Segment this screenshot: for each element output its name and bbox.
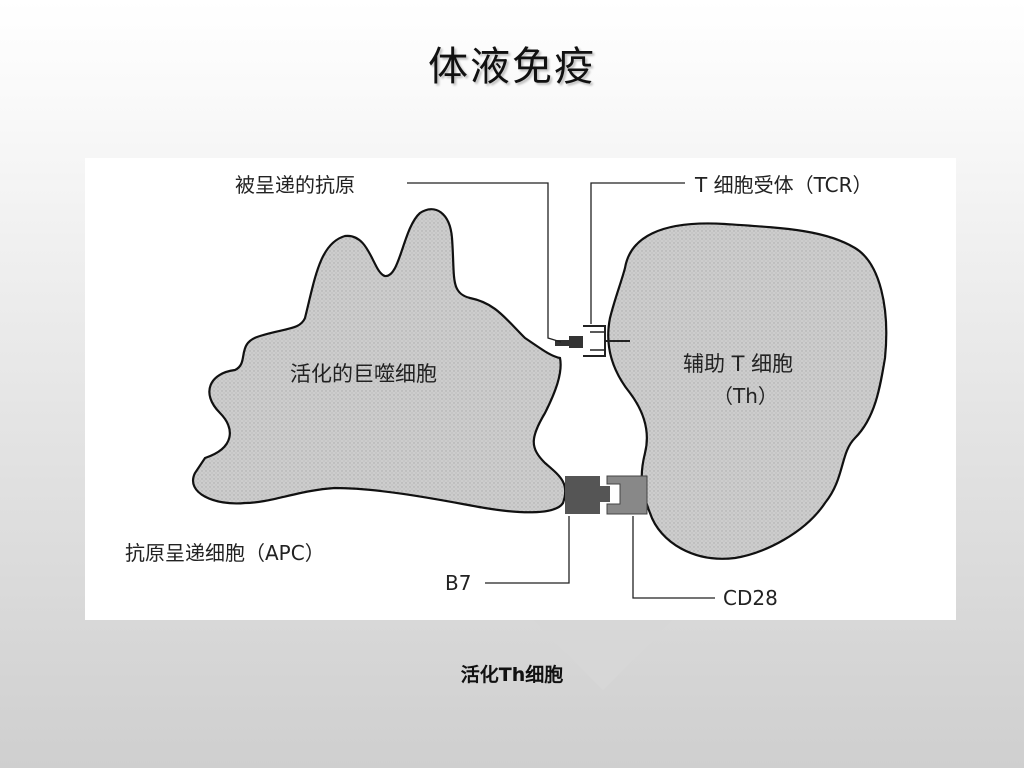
b7-knob <box>598 486 610 502</box>
mhc-mark <box>555 340 571 346</box>
label-tcr: T 细胞受体（TCR） <box>694 173 872 197</box>
caption-pointer <box>533 620 673 690</box>
antigen-mark <box>569 336 583 348</box>
b7-leader <box>485 516 570 584</box>
cd28-block <box>606 475 648 515</box>
label-apc: 抗原呈递细胞（APC） <box>125 541 325 565</box>
slide-caption: 活化Th细胞 <box>460 664 564 686</box>
immune-diagram: 被呈递的抗原 T 细胞受体（TCR） 活化的巨噬细胞 辅助 T 细胞 （Th） … <box>125 173 888 610</box>
label-th-abbrev: （Th） <box>713 384 778 408</box>
label-b7: B7 <box>445 571 471 595</box>
diagram-panel: 被呈递的抗原 T 细胞受体（TCR） 活化的巨噬细胞 辅助 T 细胞 （Th） … <box>85 158 956 620</box>
tcr-leader <box>590 182 685 324</box>
label-macrophage: 活化的巨噬细胞 <box>290 362 437 386</box>
label-cd28: CD28 <box>723 586 778 610</box>
slide-title: 体液免疫 <box>428 44 596 90</box>
antigen-leader <box>407 182 562 343</box>
label-th-cell: 辅助 T 细胞 <box>683 352 793 376</box>
th-cell-shape <box>607 222 888 560</box>
label-presented-antigen: 被呈递的抗原 <box>235 173 355 197</box>
tcr-mark <box>583 325 606 357</box>
macrophage-cell-shape <box>192 208 567 514</box>
cd28-leader <box>632 516 715 599</box>
b7-block <box>565 476 600 514</box>
tcr-mark-inner <box>590 331 605 351</box>
